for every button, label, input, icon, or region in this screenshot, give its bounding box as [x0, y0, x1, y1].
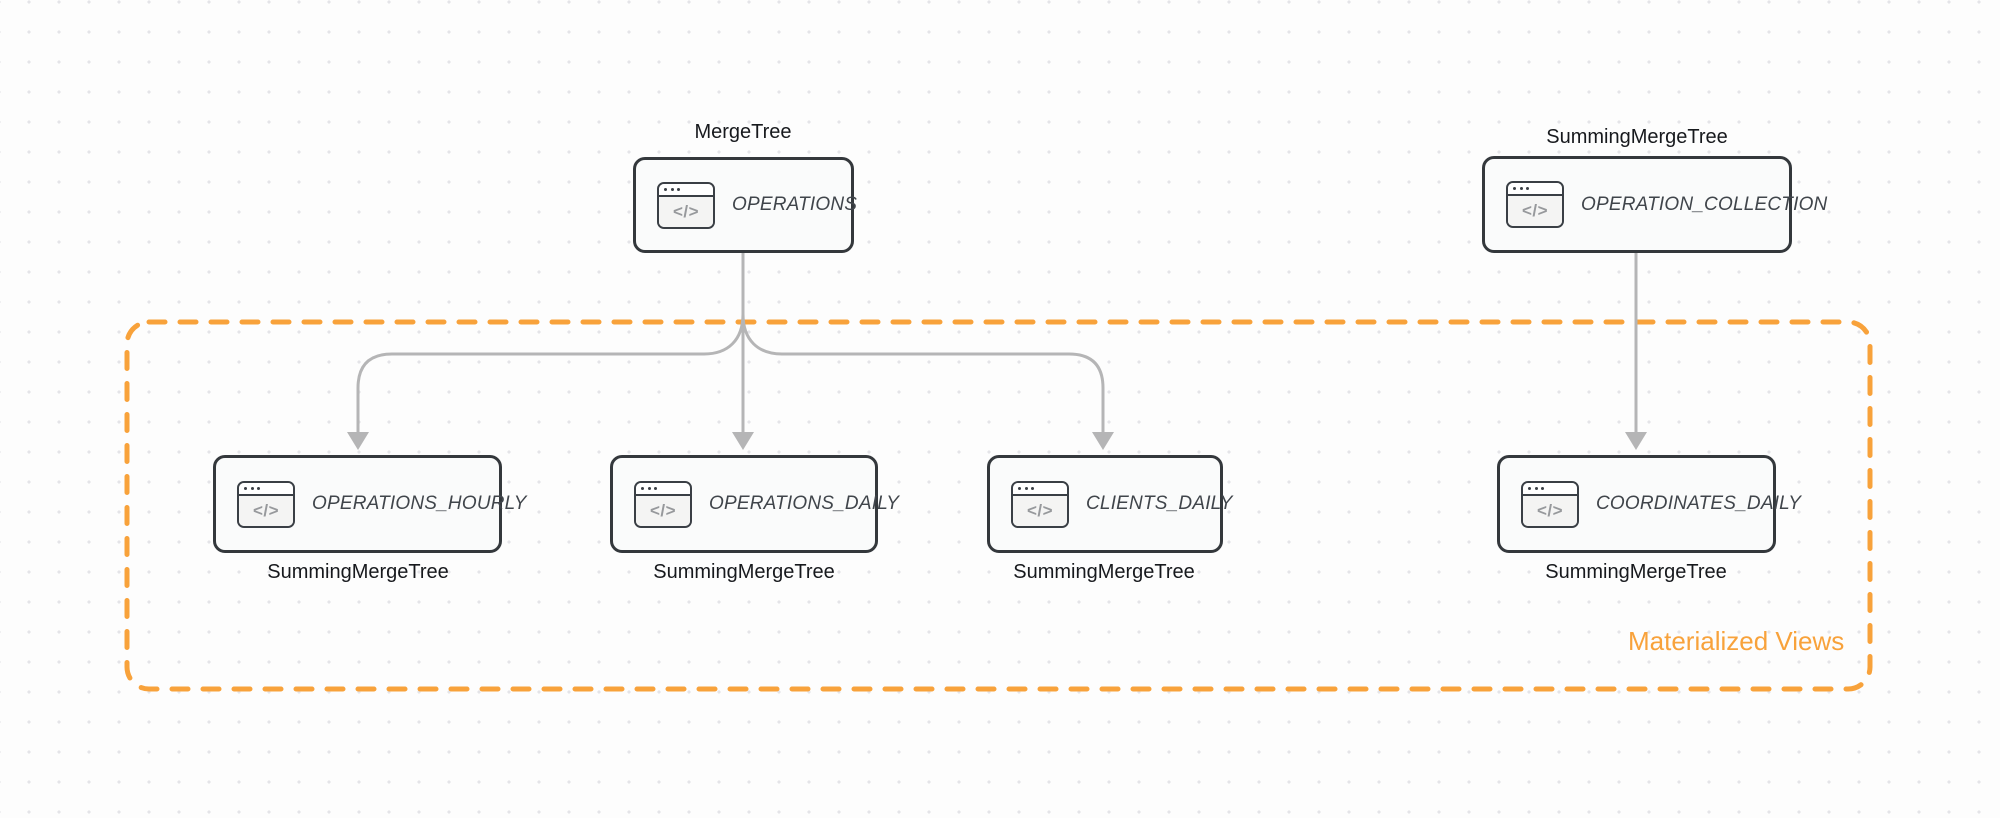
- node-operations[interactable]: </> OPERATIONS: [633, 157, 858, 253]
- engine-label-coordinates-daily: SummingMergeTree: [1545, 561, 1727, 583]
- edge-operations-to-operations-hourly: [356, 252, 745, 434]
- edge-operations-to-clients-daily: [741, 252, 1105, 434]
- window-dots: [239, 482, 293, 496]
- code-glyph: </>: [636, 495, 690, 526]
- node-label: OPERATIONS: [732, 194, 858, 215]
- engine-label-operations-daily: SummingMergeTree: [653, 561, 835, 583]
- node-operations-hourly[interactable]: </> OPERATIONS_HOURLY: [213, 455, 526, 553]
- arrowhead-operations-daily: [732, 432, 754, 450]
- node-label: COORDINATES_DAILY: [1596, 493, 1802, 514]
- code-glyph: </>: [659, 196, 713, 227]
- window-dots: [659, 183, 713, 197]
- node-clients-daily[interactable]: </> CLIENTS_DAILY: [987, 455, 1232, 553]
- code-glyph: </>: [1013, 495, 1067, 526]
- window-dots: [1508, 183, 1562, 196]
- code-glyph: </>: [1508, 196, 1562, 226]
- node-label: OPERATION_COLLECTION: [1581, 193, 1828, 215]
- node-label: OPERATIONS_HOURLY: [312, 493, 527, 514]
- code-glyph: </>: [239, 495, 293, 526]
- engine-label-operation-collection: SummingMergeTree: [1546, 126, 1728, 148]
- code-window-icon: </>: [1506, 181, 1564, 228]
- code-window-icon: </>: [657, 181, 715, 229]
- window-dots: [636, 482, 690, 496]
- engine-label-operations-hourly: SummingMergeTree: [267, 561, 449, 583]
- engine-label-operations: MergeTree: [694, 121, 792, 143]
- node-coordinates-daily[interactable]: </> COORDINATES_DAILY: [1497, 455, 1801, 553]
- arrowhead-operations-hourly: [347, 432, 369, 450]
- materialized-views-group-box: [124, 319, 1873, 692]
- code-window-icon: </>: [1521, 480, 1579, 528]
- code-window-icon: </>: [634, 480, 692, 528]
- arrowhead-coordinates-daily: [1625, 432, 1647, 450]
- code-window-icon: </>: [1011, 480, 1069, 528]
- node-operation-collection[interactable]: </> OPERATION_COLLECTION: [1482, 156, 1827, 253]
- code-glyph: </>: [1523, 495, 1577, 526]
- arrowhead-clients-daily: [1092, 432, 1114, 450]
- node-label: CLIENTS_DAILY: [1086, 493, 1233, 514]
- engine-label-clients-daily: SummingMergeTree: [1013, 561, 1195, 583]
- node-operations-daily[interactable]: </> OPERATIONS_DAILY: [610, 455, 899, 553]
- materialized-views-label: Materialized Views: [1628, 626, 1845, 656]
- window-dots: [1013, 482, 1067, 496]
- window-dots: [1523, 482, 1577, 496]
- node-label: OPERATIONS_DAILY: [709, 493, 900, 514]
- code-window-icon: </>: [237, 480, 295, 528]
